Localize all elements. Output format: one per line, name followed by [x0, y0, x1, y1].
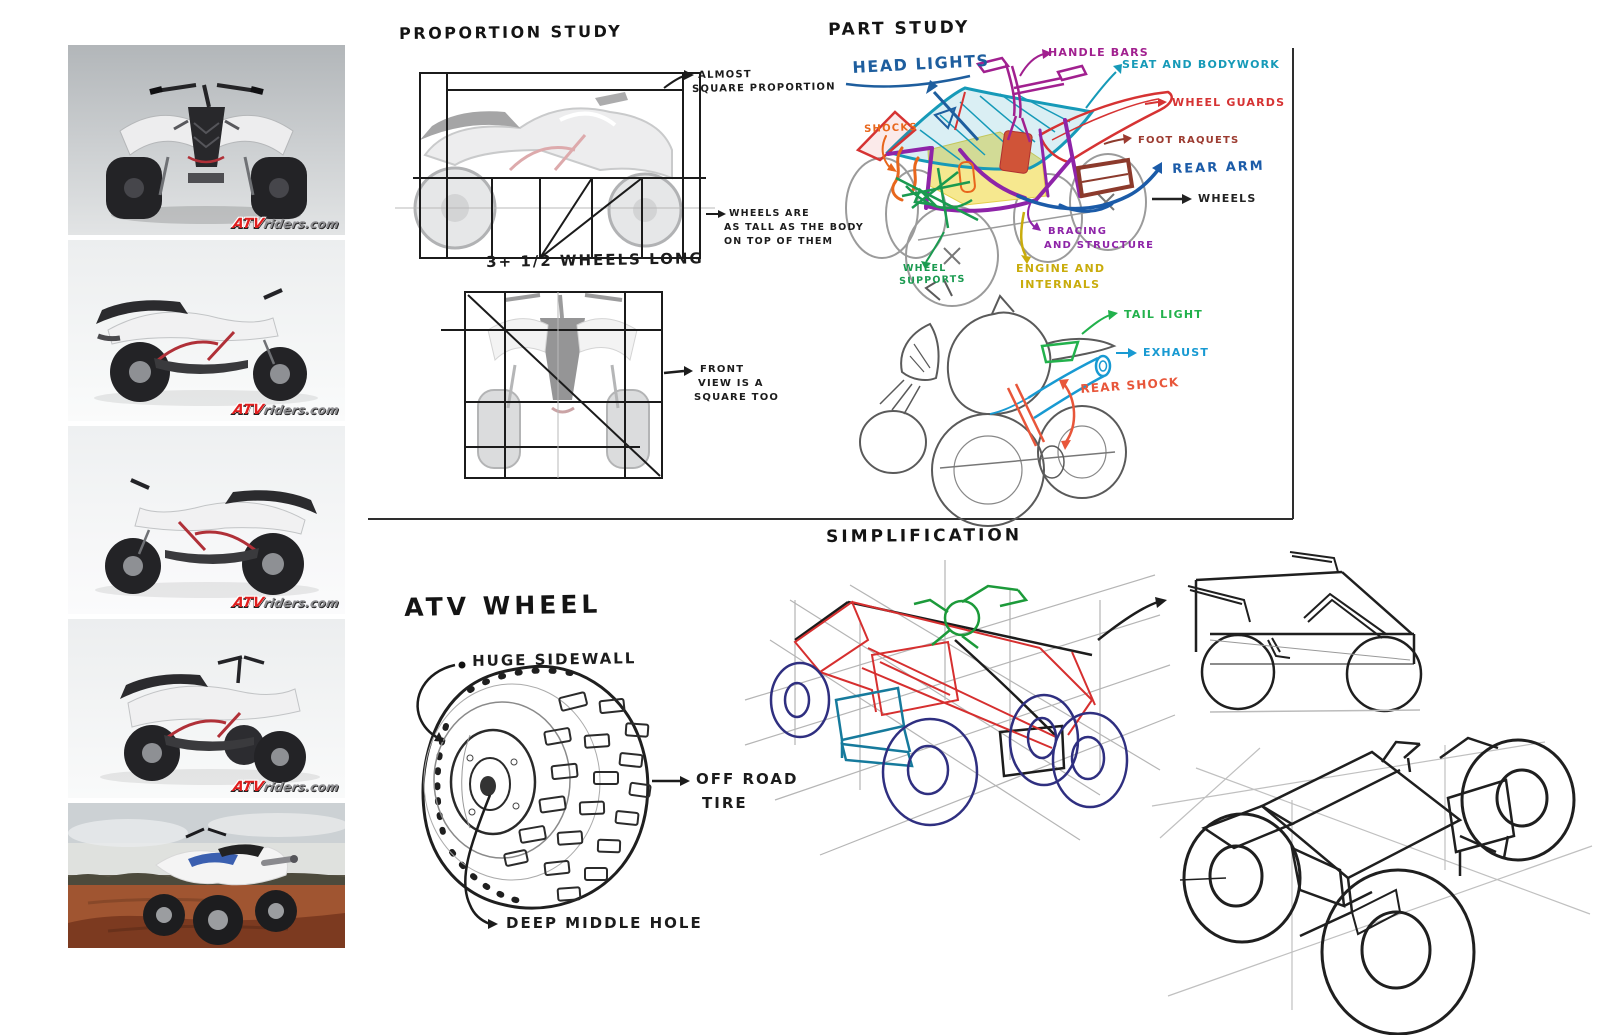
- wheel-support-lines: [895, 167, 979, 263]
- proportion-front-sketch: [441, 291, 693, 479]
- reference-photo-front-view: ATVriders.com: [68, 45, 345, 235]
- quad-wheels: [1182, 738, 1576, 1035]
- simple-side-sketch: [1187, 551, 1423, 713]
- label-wheel-supports-line1: WHEEL: [903, 263, 947, 274]
- reference-photo-side-left: ATVriders.com: [68, 426, 345, 614]
- tail-light-lines: [1040, 314, 1111, 364]
- label-engine-line2: INTERNALS: [1020, 278, 1101, 291]
- label-bracing-line1: BRACING: [1048, 226, 1108, 237]
- watermark-rest: riders.com: [262, 596, 341, 610]
- rear-shock-lines: [1006, 383, 1076, 447]
- proportion-study-title: PROPORTION STUDY: [399, 21, 623, 43]
- label-off-road-line2: TIRE: [702, 794, 748, 812]
- label-handle-bars: HANDLE BARS: [1048, 46, 1149, 59]
- note-wheels-long: 3+ 1/2 WHEELS LONG: [486, 249, 704, 271]
- label-shocks: SHOCKS: [864, 122, 918, 135]
- simplification-construction-sketch: [744, 560, 1176, 856]
- tread-blocks: [503, 691, 652, 902]
- atv-outdoor-photo-art: [68, 803, 345, 948]
- watermark-brand: ATV: [231, 779, 266, 795]
- engine-area: [927, 131, 1047, 206]
- atv-wheel-sketch: [416, 661, 690, 929]
- black-frame: [794, 600, 1093, 778]
- atv-three-quarter-photo-art: [100, 655, 320, 785]
- atv-wheel-title: ATV WHEEL: [404, 589, 602, 622]
- watermark-brand: ATV: [231, 216, 266, 232]
- label-wheel-supports-line2: SUPPORTS: [899, 273, 966, 287]
- rear-arm-lines: [1016, 168, 1160, 213]
- rear-view-sketch: [859, 279, 1137, 527]
- part-study-title: PART STUDY: [828, 17, 971, 40]
- teal-front-rack: [834, 686, 914, 768]
- label-huge-sidewall: HUGE SIDEWALL: [472, 649, 637, 670]
- label-tail-light: TAIL LIGHT: [1124, 308, 1203, 321]
- label-wheel-guards: WHEEL GUARDS: [1172, 96, 1286, 109]
- note-wheels-tall-line1: WHEELS ARE: [729, 208, 810, 219]
- note-almost-square-line1: ALMOST: [698, 69, 752, 81]
- seat-bodywork-lines: [885, 71, 1117, 171]
- quad-guides: [1151, 741, 1593, 1010]
- proportion-side-sketch: [395, 70, 726, 259]
- label-rear-shock: REAR SHOCK: [1080, 375, 1180, 396]
- atv-side-left-photo-art: [95, 478, 319, 598]
- foot-raquet-lines: [1075, 138, 1135, 199]
- label-foot-raquets: FOOT RAQUETS: [1138, 135, 1240, 146]
- label-rear-arm: REAR ARM: [1172, 158, 1265, 177]
- green-handlebars: [913, 584, 1029, 649]
- watermark-rest: riders.com: [262, 217, 341, 231]
- watermark: ATVriders.com: [231, 216, 341, 232]
- label-seat-bodywork: SEAT AND BODYWORK: [1122, 58, 1281, 71]
- label-wheels: WHEELS: [1198, 192, 1257, 205]
- section-border: [368, 48, 1294, 520]
- engine-red-box: [999, 130, 1033, 174]
- handlebar-lines: [975, 53, 1088, 143]
- label-engine-line1: ENGINE AND: [1016, 262, 1106, 275]
- reference-photo-side-right: ATVriders.com: [68, 240, 345, 421]
- watermark-rest: riders.com: [262, 403, 341, 417]
- reference-photo-outdoor-rear: [68, 803, 345, 948]
- note-front-square-line2: VIEW IS A: [698, 378, 764, 389]
- label-off-road-line1: OFF ROAD: [696, 770, 799, 788]
- watermark-brand: ATV: [231, 595, 266, 611]
- navy-wheels: [769, 661, 1129, 827]
- note-wheels-tall-line3: ON TOP OF THEM: [724, 236, 834, 247]
- label-head-lights: HEAD LIGHTS: [852, 50, 990, 77]
- watermark: ATVriders.com: [231, 402, 341, 418]
- atv-side-photo-art: [94, 288, 318, 406]
- label-exhaust: EXHAUST: [1143, 346, 1210, 359]
- note-wheels-tall-line2: AS TALL AS THE BODY: [724, 222, 864, 233]
- note-almost-square-line2: SQUARE PROPORTION: [692, 81, 836, 95]
- label-deep-middle-hole: DEEP MIDDLE HOLE: [506, 914, 703, 932]
- red-wireframe: [793, 600, 1096, 749]
- note-front-square-line1: FRONT: [700, 364, 745, 375]
- simplification-title: SIMPLIFICATION: [826, 525, 1023, 547]
- watermark-rest: riders.com: [262, 780, 341, 794]
- watermark: ATVriders.com: [231, 779, 341, 795]
- perspective-grid: [744, 560, 1176, 856]
- note-front-square-line3: SQUARE TOO: [694, 392, 780, 403]
- quad-body: [1179, 736, 1516, 938]
- atv-front-photo-art: [106, 83, 307, 224]
- watermark: ATVriders.com: [231, 595, 341, 611]
- rough-quad-sketch: [1151, 736, 1593, 1035]
- watermark-brand: ATV: [231, 402, 266, 418]
- shock-lines: [881, 135, 976, 202]
- bracing-lines: [886, 118, 1082, 229]
- reference-photo-three-quarter: ATVriders.com: [68, 619, 345, 798]
- label-bracing-line2: AND STRUCTURE: [1044, 240, 1155, 251]
